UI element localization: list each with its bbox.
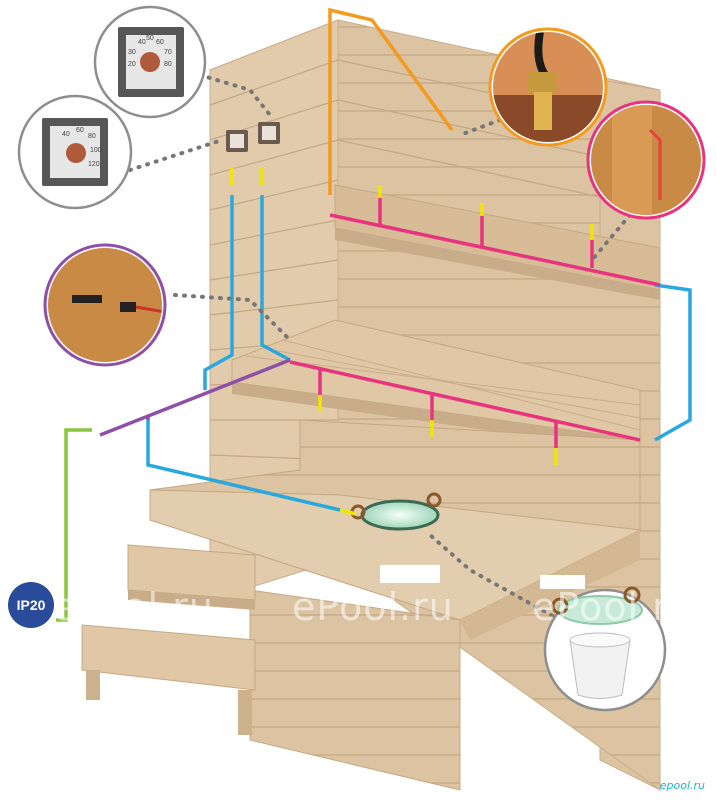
thermo-small-tick-1: 40 bbox=[138, 39, 146, 46]
callout-bench-connector bbox=[43, 243, 167, 367]
thermo-large-tick-3: 80 bbox=[88, 133, 96, 140]
ip20-badge: IP20 bbox=[8, 582, 54, 628]
watermark-1: ePool.ru bbox=[52, 585, 214, 629]
thermo-large-tick-4: 100 bbox=[90, 147, 102, 154]
floor-light-bowl bbox=[350, 492, 442, 531]
thermo-large-tick-5: 120 bbox=[88, 161, 100, 168]
wire-magenta bbox=[289, 195, 661, 448]
lower-bench bbox=[149, 489, 642, 791]
thermo-small-tick-4: 30 bbox=[128, 49, 136, 56]
thermo-small-tick-2: 50 bbox=[146, 35, 154, 42]
thermo-small-tick-7: 80 bbox=[164, 61, 172, 68]
backrest bbox=[334, 184, 661, 300]
thermo-small-tick-3: 60 bbox=[156, 39, 164, 46]
callout-lines bbox=[128, 73, 632, 622]
callout-thermometer-large: 40 60 80 100 120 bbox=[17, 94, 133, 210]
callout-bowl-light bbox=[543, 586, 667, 712]
thermo-large-tick-2: 60 bbox=[76, 127, 84, 134]
wire-cyan bbox=[146, 195, 692, 512]
thermo-small-tick-6: 20 bbox=[128, 61, 136, 68]
wire-yellow bbox=[230, 168, 594, 516]
watermark-2: ePool.ru bbox=[292, 585, 454, 629]
callout-thermometer-small: 40 50 60 30 70 20 80 bbox=[93, 5, 207, 119]
steps bbox=[81, 544, 256, 735]
wall-controllers bbox=[226, 122, 280, 152]
wire-purple bbox=[99, 358, 291, 437]
watermark-3: ePool.ru bbox=[532, 585, 694, 629]
thermo-small-tick-5: 70 bbox=[164, 49, 172, 56]
brand-small: epool.ru bbox=[659, 779, 705, 792]
wire-orange bbox=[328, 7, 454, 195]
wire-green bbox=[56, 428, 92, 622]
callout-backrest-led bbox=[586, 100, 706, 220]
thermo-large-tick-1: 40 bbox=[62, 131, 70, 138]
callout-ceiling-light bbox=[488, 27, 608, 147]
